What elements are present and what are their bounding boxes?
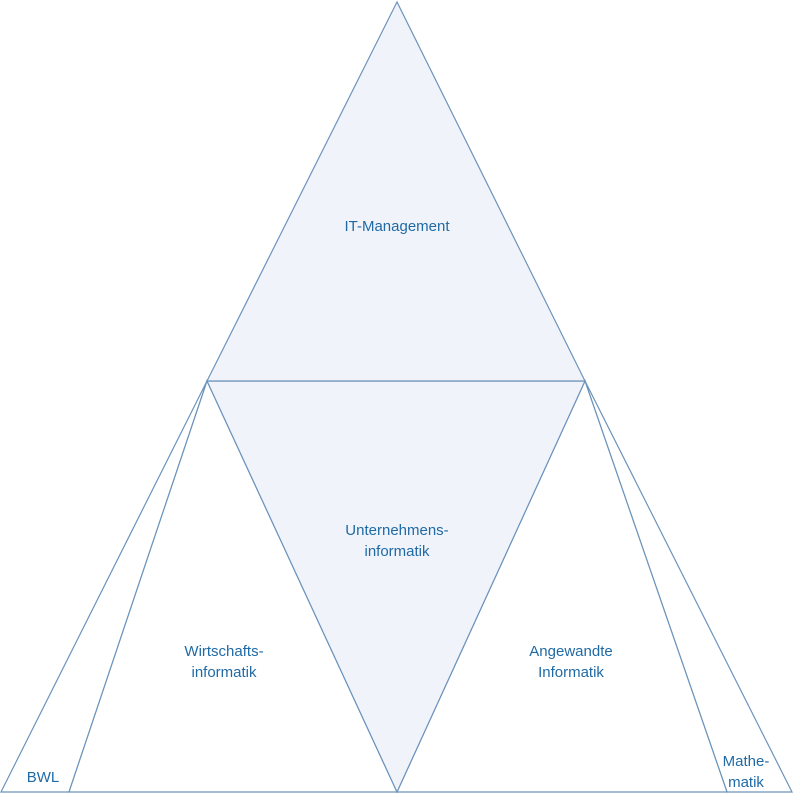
- label-mathematik-line2: matik: [728, 774, 764, 791]
- label-angewandte-informatik-line2: Informatik: [538, 664, 604, 681]
- label-mathematik-line1: Mathe-: [723, 753, 770, 770]
- label-unternehmensinformatik-line2: informatik: [364, 543, 430, 560]
- label-it-management: IT-Management: [344, 218, 450, 235]
- region-it-management: [206, 0, 586, 382]
- label-wirtschaftsinformatik-line1: Wirtschafts-: [184, 643, 263, 660]
- label-unternehmensinformatik-line1: Unternehmens-: [345, 522, 448, 539]
- label-wirtschaftsinformatik-line2: informatik: [191, 664, 257, 681]
- label-bwl: BWL: [27, 769, 60, 786]
- label-angewandte-informatik-line1: Angewandte: [529, 643, 612, 660]
